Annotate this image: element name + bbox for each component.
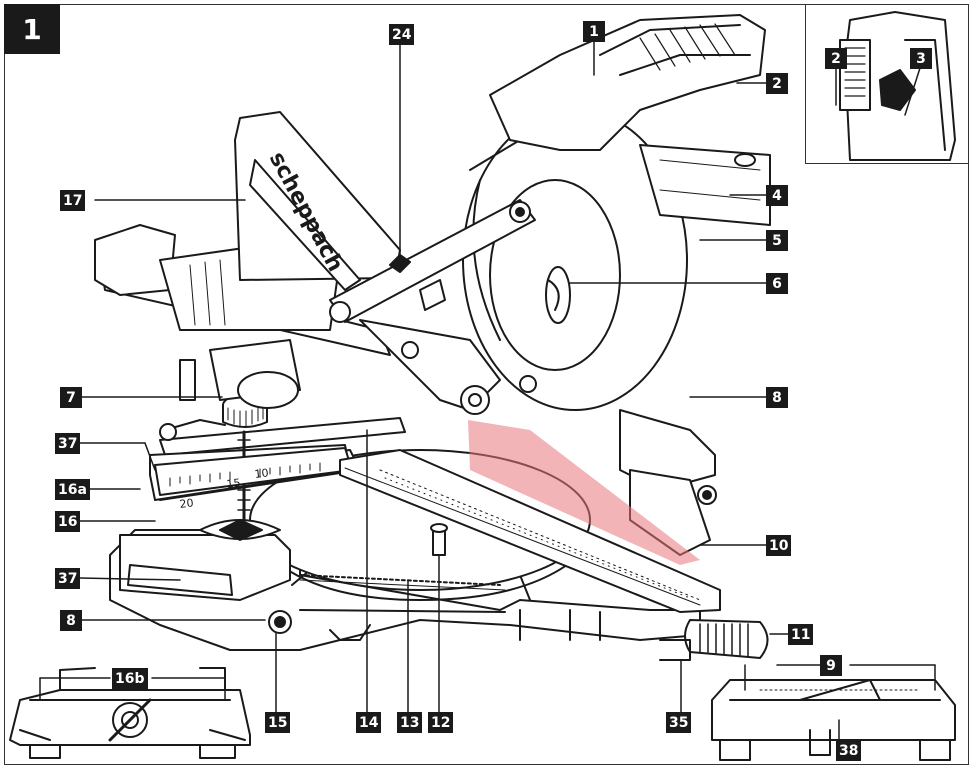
callout-2: 2 — [766, 73, 788, 94]
leader-lines — [39, 39, 936, 741]
figure-frame — [4, 4, 969, 765]
callout-37-bottom: 37 — [55, 568, 81, 589]
callout-10: 10 — [766, 535, 792, 556]
callout-24: 24 — [389, 24, 415, 45]
inset-bottom-left-drawing — [9, 667, 251, 759]
callout-14: 14 — [356, 712, 382, 733]
linkage-arm — [329, 199, 536, 323]
callout-1: 1 — [583, 21, 605, 42]
scale-number-10: 10 — [254, 466, 269, 481]
callout-9: 9 — [820, 655, 842, 676]
stop-rod — [159, 394, 268, 522]
miter-lock — [430, 523, 448, 556]
callout-16a: 16a — [55, 479, 90, 500]
callout-7: 7 — [60, 387, 82, 408]
bevel-knob — [268, 610, 292, 634]
callout-16b: 16b — [112, 668, 148, 689]
slide-rails — [94, 224, 391, 409]
callout-12: 12 — [428, 712, 454, 733]
scale-number-15: 15 — [226, 476, 241, 491]
callout-38: 38 — [836, 740, 862, 761]
callout-17: 17 — [60, 190, 86, 211]
callout-6: 6 — [766, 273, 788, 294]
scale-number-20: 20 — [179, 496, 194, 511]
blade-clamp — [359, 319, 537, 415]
rail-handle — [659, 619, 769, 661]
inset-bottom-right-drawing — [711, 679, 956, 761]
callout-35: 35 — [666, 712, 692, 733]
callout-16: 16 — [55, 511, 81, 532]
motor-housing — [489, 14, 771, 226]
inset-frame-top-right — [805, 4, 969, 164]
callout-4: 4 — [766, 185, 788, 206]
callout-13: 13 — [397, 712, 423, 733]
front-rail — [339, 449, 721, 613]
scale-numbers: 20 15 10 — [179, 466, 269, 511]
callout-8-right: 8 — [766, 387, 788, 408]
callout-8-left: 8 — [60, 610, 82, 631]
figure-number: 1 — [4, 4, 60, 54]
top-cover — [234, 111, 401, 291]
laser-line-zone — [468, 420, 700, 565]
callout-15: 15 — [265, 712, 291, 733]
callout-3: 3 — [910, 48, 932, 69]
callout-2-inset: 2 — [825, 48, 847, 69]
callout-5: 5 — [766, 230, 788, 251]
callout-11: 11 — [788, 624, 814, 645]
callout-37-top: 37 — [55, 433, 81, 454]
